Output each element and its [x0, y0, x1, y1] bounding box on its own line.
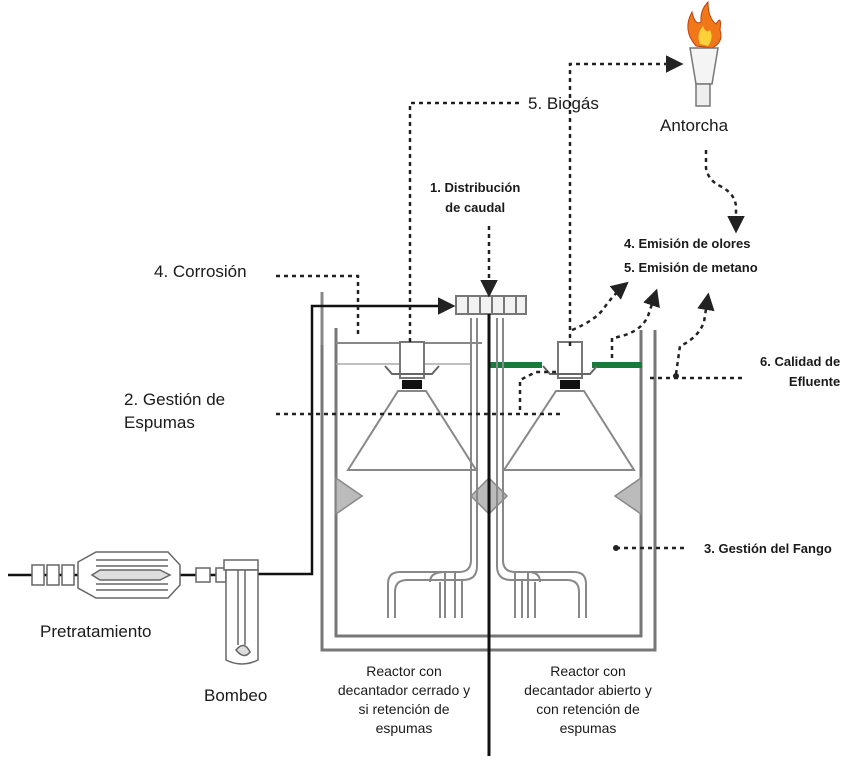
effluent-baffles — [490, 362, 642, 368]
label-emision-olores: 4. Emisión de olores — [624, 236, 751, 251]
distribution-pipes — [387, 318, 587, 618]
label-fango: 3. Gestión del Fango — [704, 541, 832, 556]
label-reactor-abierto: Reactor con decantador abierto y con ret… — [524, 663, 652, 736]
label-reactor-cerrado: Reactor con decantador cerrado y si rete… — [337, 663, 471, 736]
fango-marker — [613, 545, 619, 551]
pretreatment-unit-icon — [31, 551, 227, 599]
dotted-connectors — [276, 55, 745, 550]
label-antorcha: Antorcha — [660, 116, 729, 135]
separator-right — [502, 341, 636, 471]
flow-distributor-icon — [455, 295, 527, 315]
label-pretratamiento: Pretratamiento — [40, 622, 152, 641]
separator-left — [346, 341, 478, 471]
label-calidad: 6. Calidad de Efluente — [760, 354, 841, 389]
label-distribucion: 1. Distribución de caudal — [430, 180, 521, 215]
effluent-marker — [673, 373, 679, 379]
label-espumas: 2. Gestión de Espumas — [124, 390, 226, 432]
pump-icon — [223, 559, 259, 665]
label-biogas: 5. Biogás — [528, 94, 599, 113]
label-bombeo: Bombeo — [204, 686, 268, 705]
label-corrosion: 4. Corrosión — [154, 262, 247, 281]
label-emision-metano: 5. Emisión de metano — [624, 260, 758, 275]
feed-line — [258, 297, 456, 576]
flame-icon — [687, 0, 722, 107]
